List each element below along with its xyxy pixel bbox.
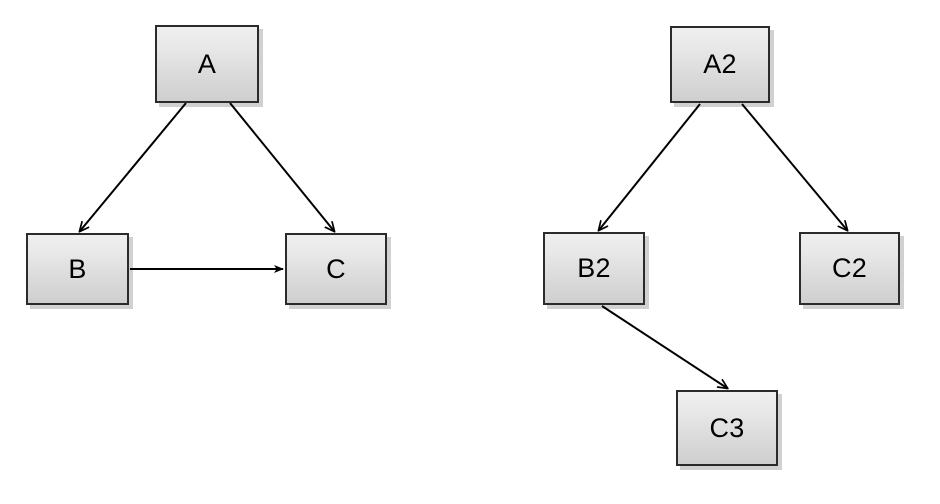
node-label: A	[197, 48, 217, 79]
node-c3[interactable]: C3	[676, 390, 778, 466]
node-label: C2	[831, 253, 868, 283]
node-c2[interactable]: C2	[799, 232, 900, 305]
edge-a-to-b	[80, 102, 187, 231]
edge-b2-to-c3	[601, 305, 727, 388]
node-b2[interactable]: B2	[543, 232, 645, 305]
edge-a2-to-b2	[599, 103, 701, 230]
node-label: B2	[577, 253, 611, 283]
edge-a-to-c	[229, 102, 334, 231]
node-a[interactable]: A	[155, 25, 259, 103]
node-b[interactable]: B	[26, 233, 129, 305]
node-c[interactable]: C	[285, 233, 387, 305]
node-label: A2	[703, 49, 737, 79]
node-label: C	[326, 253, 346, 284]
node-label: B	[68, 253, 87, 284]
edge-a2-to-c2	[741, 103, 847, 230]
node-a2[interactable]: A2	[670, 26, 770, 103]
edges-group	[80, 102, 847, 388]
node-label: C3	[709, 412, 745, 443]
